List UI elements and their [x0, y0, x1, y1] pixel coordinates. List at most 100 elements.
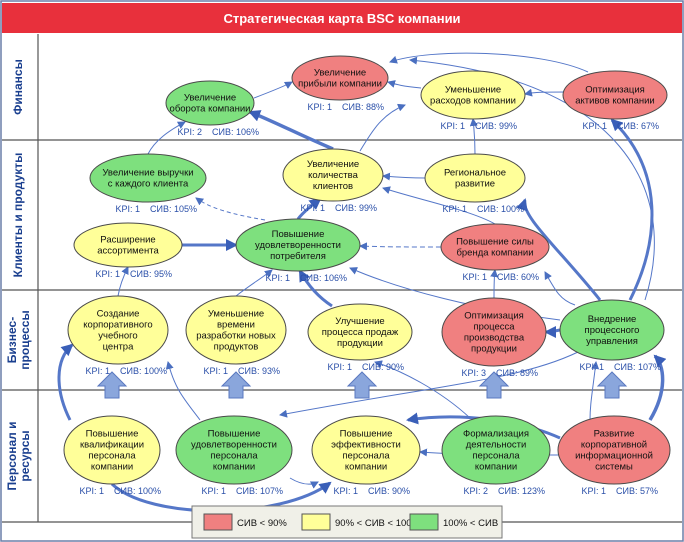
siv-value: СИВ: 100% [120, 366, 167, 376]
objective-ellipse [424, 153, 526, 203]
kpi-count: KPI: 2 [463, 486, 488, 496]
connector-arrow [279, 351, 579, 418]
siv-value: СИВ: 106% [300, 273, 347, 283]
legend-swatch [409, 513, 439, 531]
connector-arrow [298, 269, 333, 308]
siv-value: СИВ: 100% [477, 204, 524, 214]
objective-ellipse [282, 148, 384, 202]
block-arrows [96, 371, 628, 399]
diagram-title: Стратегическая карта BSC компании [223, 11, 460, 26]
title-bar: Стратегическая карта BSC компании [2, 3, 682, 33]
lane-label-finance: Финансы [11, 59, 25, 115]
kpi-count: KPI: 1 [79, 486, 104, 496]
siv-value: СИВ: 90% [362, 362, 404, 372]
legend-box [191, 505, 503, 539]
siv-value: СИВ: 107% [614, 362, 661, 372]
objective-ellipse [311, 415, 421, 485]
connector-arrow [382, 172, 426, 181]
block-arrow-up [596, 371, 628, 399]
siv-value: СИВ: 90% [368, 486, 410, 496]
connector-arrow [117, 266, 129, 297]
lane-label-clients: Клиенты и продукты [11, 153, 25, 278]
kpi-count: KPI: 1 [333, 486, 358, 496]
objective-ellipse [562, 70, 668, 120]
connector-arrow [147, 121, 186, 155]
legend-label: 100% < СИВ [443, 518, 498, 529]
kpi-count: KPI: 1 [85, 366, 110, 376]
connector-arrow [610, 118, 654, 301]
block-arrow-up [96, 371, 128, 399]
connector-arrow [389, 52, 589, 73]
siv-value: СИВ: 100% [114, 486, 161, 496]
connector-arrow [359, 242, 442, 251]
siv-value: СИВ: 93% [238, 366, 280, 376]
siv-value: СИВ: 107% [236, 486, 283, 496]
legend-item-red: СИВ < 90% [203, 513, 287, 531]
objective-ellipse [291, 55, 389, 101]
objective-ellipse [441, 297, 547, 367]
objective-ellipse [235, 218, 361, 272]
block-arrow-up [220, 371, 252, 399]
legend-item-yellow: 90% < СИВ < 100% [301, 513, 421, 531]
kpi-count: KPI: 1 [95, 269, 120, 279]
objective-ellipse [165, 80, 255, 126]
siv-value: СИВ: 89% [496, 368, 538, 378]
connector-arrow [544, 325, 561, 338]
siv-value: СИВ: 95% [130, 269, 172, 279]
block-arrow-up [346, 371, 378, 399]
legend-swatch [203, 513, 233, 531]
connector-arrow [589, 361, 600, 421]
connector-arrow [469, 118, 478, 155]
title-background [2, 3, 682, 33]
kpi-count: KPI: 3 [461, 368, 486, 378]
siv-value: СИВ: 67% [617, 121, 659, 131]
objective-ellipse [73, 222, 183, 268]
connector-arrow [253, 81, 293, 99]
connector-arrow [248, 110, 334, 151]
connector-arrow [382, 186, 496, 225]
connector-arrow [524, 88, 568, 97]
siv-value: СИВ: 105% [150, 204, 197, 214]
objective-ellipse [175, 415, 293, 485]
objective-ellipse [440, 223, 550, 271]
kpi-count: KPI: 1 [581, 486, 606, 496]
connector-arrow [165, 361, 201, 421]
connector-arrow [387, 80, 422, 89]
legend-label: 90% < СИВ < 100% [335, 518, 421, 529]
